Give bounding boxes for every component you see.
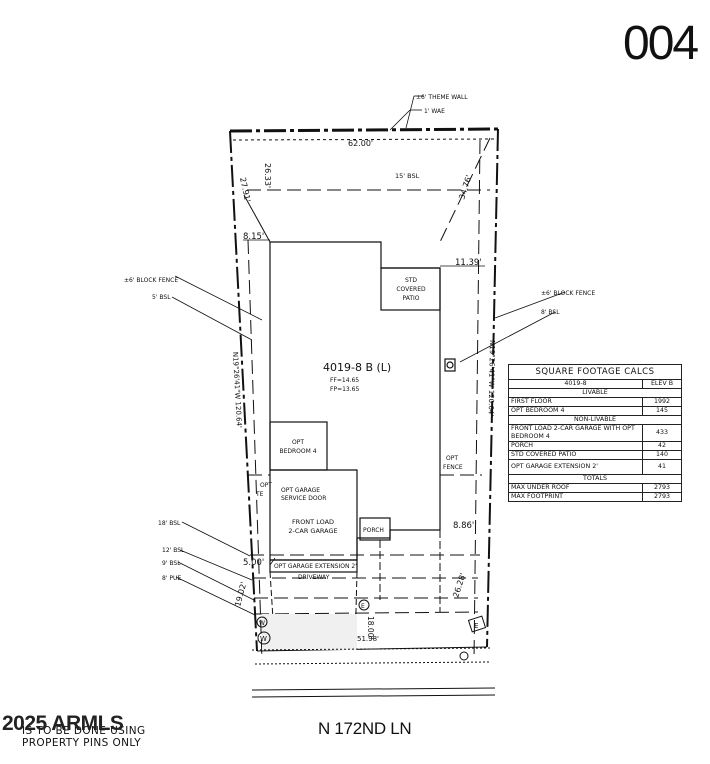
copyright-watermark: 2025 ARMLS: [2, 712, 124, 735]
nonlivable-heading: NON-LIVABLE: [508, 415, 682, 425]
fp-elevation: FP=13.65: [330, 386, 359, 393]
table-plan: 4019-8: [508, 379, 643, 389]
right-bsl-label: 8' BSL: [541, 309, 560, 316]
dim-26-28: 26.28': [451, 572, 467, 599]
table-row: FRONT LOAD 2-CAR GARAGE WITH OPT BEDROOM…: [508, 424, 682, 442]
livable-heading: LIVABLE: [508, 388, 682, 398]
rear-setback-label: 15' BSL: [395, 172, 420, 180]
left-line-label: N19°26'41"W 120.64': [231, 352, 243, 429]
right-line-label: N19°26'41"W 120.64': [487, 340, 496, 416]
dim-19-02: 19.02': [233, 581, 248, 608]
marker-w: W: [260, 635, 267, 643]
staking-note: IS TO BE DONE USING PROPERTY PINS ONLY: [22, 725, 146, 749]
driveway: [262, 530, 441, 651]
house-footprint: [269, 241, 456, 573]
plan-title: 4019-8 B (L): [323, 361, 391, 374]
dim-27-91: 27.91': [238, 177, 252, 203]
dim-8-86: 8.86': [453, 521, 474, 531]
fence-right-2: FENCE: [443, 464, 463, 471]
totals-heading: TOTALS: [508, 474, 682, 484]
marker-e: E: [361, 603, 365, 610]
marker-w-top: W: [259, 620, 265, 627]
rear-width-label: 62.00': [348, 139, 373, 148]
patio-label-2: COVERED: [396, 286, 426, 293]
setback-lines: [232, 137, 496, 661]
ff-elevation: FF=14.65: [330, 377, 359, 384]
porch-label: PORCH: [363, 527, 384, 534]
right-fence-label: ±6' BLOCK FENCE: [541, 290, 595, 297]
fence-left-2: TE: [255, 491, 264, 498]
left-fence-label: ±6' BLOCK FENCE: [124, 277, 178, 284]
dim-51-98: 51.98': [357, 635, 379, 643]
dim-18-00: 18.00': [366, 616, 375, 640]
driveway-label: DRIVEWAY: [298, 574, 330, 581]
dim-11-39: 11.39': [455, 258, 482, 268]
service-door-label-2: SERVICE DOOR: [281, 495, 326, 502]
sidewalk: [251, 647, 496, 698]
lot-number: 004: [623, 17, 699, 70]
note-line-2: PROPERTY PINS ONLY: [22, 737, 142, 749]
theme-wall-label: ±6' THEME WALL: [416, 94, 468, 101]
wae-label: 1' WAE: [424, 108, 445, 115]
markers: [256, 599, 487, 645]
garage-ext-label: OPT GARAGE EXTENSION 2': [274, 563, 357, 570]
bedroom-label-2: BEDROOM 4: [279, 448, 316, 455]
table-elev: ELEV B: [642, 379, 682, 389]
note-line-1: IS TO BE DONE USING: [22, 725, 146, 737]
bsl-12-label: 12' BSL: [162, 547, 185, 554]
garage-label-2: 2-CAR GARAGE: [288, 527, 337, 535]
fence-left-1: OPT: [260, 482, 272, 489]
dim-26-33: 26.33': [263, 163, 272, 188]
bedroom-label-1: OPT: [292, 439, 304, 446]
garage-label-1: FRONT LOAD: [292, 518, 334, 526]
left-bsl-label: 5' BSL: [152, 294, 171, 301]
dim-5-00: 5.00': [243, 558, 264, 568]
table-title: SQUARE FOOTAGE CALCS: [508, 364, 682, 380]
patio-label-1: STD: [405, 277, 417, 284]
dimension-leaders: [171, 95, 566, 616]
patio-label-3: PATIO: [402, 295, 419, 302]
dim-8-15: 8.15': [243, 232, 264, 242]
service-door-label-1: OPT GARAGE: [281, 487, 320, 494]
table-row: OPT GARAGE EXTENSION 2'41: [508, 459, 682, 475]
marker-e-side: E: [474, 622, 478, 630]
front-bsl-label: 18' BSL: [158, 520, 181, 527]
dim-34-76: 34.76': [457, 174, 473, 201]
street-name: N 172ND LN: [318, 719, 412, 738]
pue-label: 8' PUE: [162, 575, 181, 582]
bsl-9-label: 9' BSL: [162, 560, 181, 567]
fence-right-1: OPT: [446, 455, 458, 462]
